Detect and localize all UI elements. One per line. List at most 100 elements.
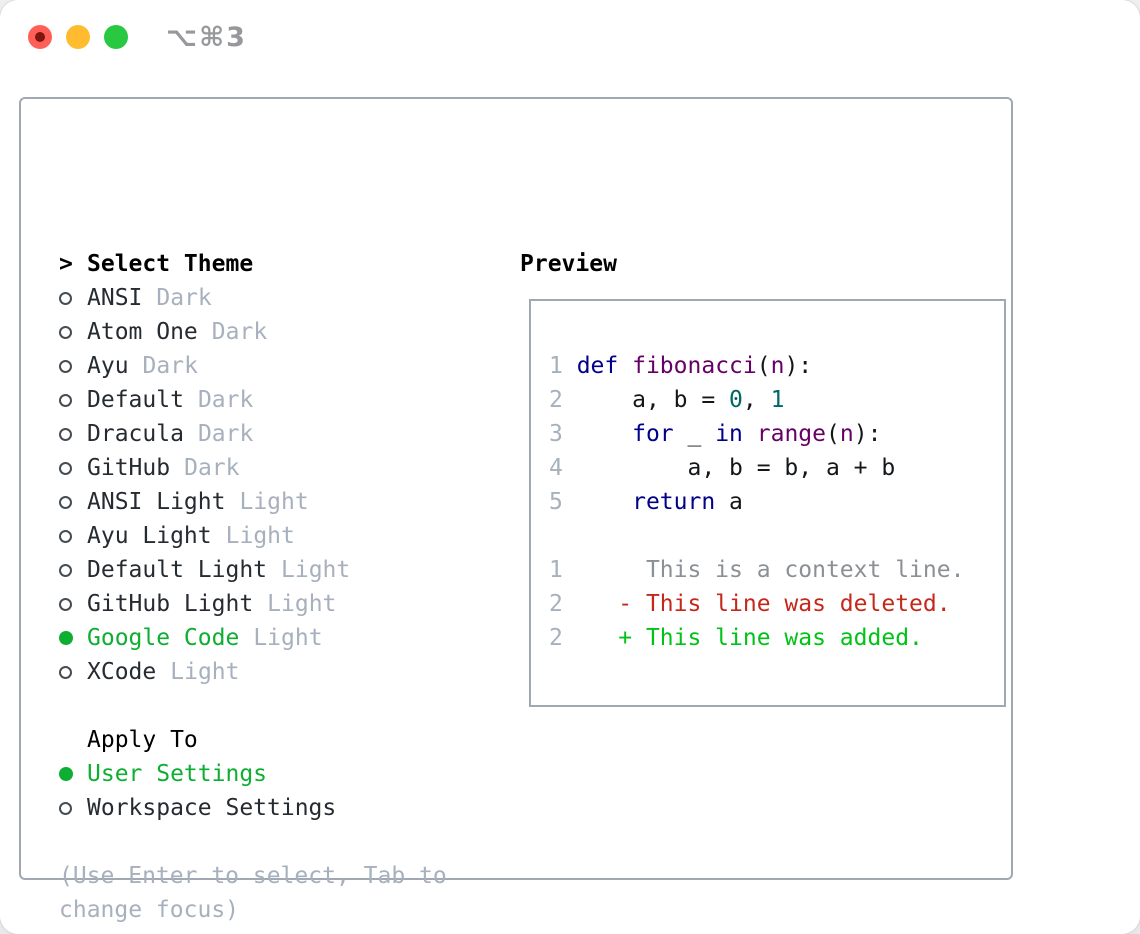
empty-circle-icon xyxy=(59,665,72,679)
code-line: 1 This is a context line. xyxy=(549,553,964,587)
empty-circle-icon xyxy=(59,529,72,543)
token-function: n xyxy=(839,421,854,447)
empty-circle-icon xyxy=(59,461,72,475)
token-number: 0 xyxy=(729,387,743,413)
line-number: 3 xyxy=(549,421,577,447)
token-plain: ): xyxy=(784,353,813,379)
option-variant-label: Dark xyxy=(156,285,212,311)
filled-circle-icon xyxy=(59,767,73,781)
empty-circle-icon xyxy=(59,495,72,509)
option-label: XCode xyxy=(87,659,157,685)
token-plain: _ xyxy=(673,421,716,447)
option-variant-label: Light xyxy=(170,659,240,685)
theme-option[interactable]: ANSI Light Light xyxy=(59,485,499,519)
line-number: 1 xyxy=(549,557,563,583)
close-button[interactable] xyxy=(28,25,52,49)
option-variant-label: Light xyxy=(225,523,295,549)
option-label: Dracula xyxy=(87,421,184,447)
token-function: n xyxy=(770,353,785,379)
theme-option[interactable]: Ayu Dark xyxy=(59,349,499,383)
theme-option[interactable]: Atom One Dark xyxy=(59,315,499,349)
empty-circle-icon xyxy=(59,801,72,815)
preview-title: Preview xyxy=(520,251,617,277)
token-keyword: in xyxy=(715,421,743,447)
token-plain: a xyxy=(715,489,743,515)
code-line: 3 for _ in range(n): xyxy=(549,417,964,451)
option-variant-label: Dark xyxy=(197,387,254,413)
option-label: ANSI xyxy=(87,285,143,311)
radio-icon xyxy=(59,665,87,679)
code-line: 5 return a xyxy=(549,485,964,519)
token-plain xyxy=(577,421,632,447)
radio-icon xyxy=(59,801,87,815)
radio-icon xyxy=(59,461,87,475)
token-function: fibonacci xyxy=(632,353,757,379)
selection-prompt: > xyxy=(59,251,73,277)
select-theme-title: Select Theme xyxy=(87,251,254,277)
help-text: (Use Enter to select, Tab to change focus… xyxy=(59,859,499,927)
option-label: Ayu Light xyxy=(87,523,212,549)
apply-to-header-row: Apply To xyxy=(59,723,499,757)
apply-to-title: Apply To xyxy=(87,727,198,753)
zoom-button[interactable] xyxy=(104,25,128,49)
token-plain: ( xyxy=(756,353,771,379)
select-theme-header-row: > Select Theme xyxy=(59,247,499,281)
spacer-row xyxy=(59,825,499,859)
window-title-shortcut: ⌥⌘3 xyxy=(166,22,247,53)
line-number: 2 xyxy=(549,387,577,413)
code-line: 2 - This line was deleted. xyxy=(549,587,964,621)
line-number: 5 xyxy=(549,489,577,515)
line-number: 2 xyxy=(549,625,563,651)
option-label: ANSI Light xyxy=(87,489,226,515)
line-number: 2 xyxy=(549,591,563,617)
theme-option[interactable]: ANSI Dark xyxy=(59,281,499,315)
option-variant-label: Light xyxy=(239,489,309,515)
radio-icon xyxy=(59,427,87,441)
option-label: GitHub Light xyxy=(87,591,254,617)
option-label: Atom One xyxy=(87,319,198,345)
theme-option[interactable]: Default Dark xyxy=(59,383,499,417)
radio-icon xyxy=(59,359,87,373)
theme-option[interactable]: Default Light Light xyxy=(59,553,499,587)
apply-option[interactable]: User Settings xyxy=(59,757,499,791)
token-deleted-line: - This line was deleted. xyxy=(562,591,951,617)
token-plain: ): xyxy=(853,421,882,447)
minimize-button[interactable] xyxy=(66,25,90,49)
radio-icon xyxy=(59,529,87,543)
theme-option[interactable]: Ayu Light Light xyxy=(59,519,499,553)
code-line: 2 + This line was added. xyxy=(549,621,964,655)
option-label: Ayu xyxy=(87,353,129,379)
help-text-line: (Use Enter to select, Tab to xyxy=(59,863,447,889)
option-variant-label: Light xyxy=(253,625,323,651)
apply-option[interactable]: Workspace Settings xyxy=(59,791,499,825)
option-variant-label: Dark xyxy=(142,353,198,379)
token-keyword: for xyxy=(632,421,674,447)
code-blank-line xyxy=(549,519,964,553)
token-number: 1 xyxy=(770,387,785,413)
option-variant-label: Light xyxy=(281,557,351,583)
radio-icon xyxy=(59,563,87,577)
empty-circle-icon xyxy=(59,393,72,407)
radio-icon xyxy=(59,495,87,509)
line-number: 4 xyxy=(549,455,577,481)
empty-circle-icon xyxy=(59,359,72,373)
theme-option[interactable]: XCode Light xyxy=(59,655,499,689)
token-plain: a, b = b, a + b xyxy=(576,455,896,481)
token-plain xyxy=(577,489,632,515)
option-label: Default Light xyxy=(87,557,268,583)
help-text-line: change focus) xyxy=(59,897,240,923)
option-variant-label: Dark xyxy=(211,319,268,345)
radio-selected-icon xyxy=(59,767,87,781)
token-added-line: + This line was added. xyxy=(562,625,923,651)
option-label: Default xyxy=(87,387,184,413)
token-plain: ( xyxy=(826,421,840,447)
radio-icon xyxy=(59,325,87,339)
